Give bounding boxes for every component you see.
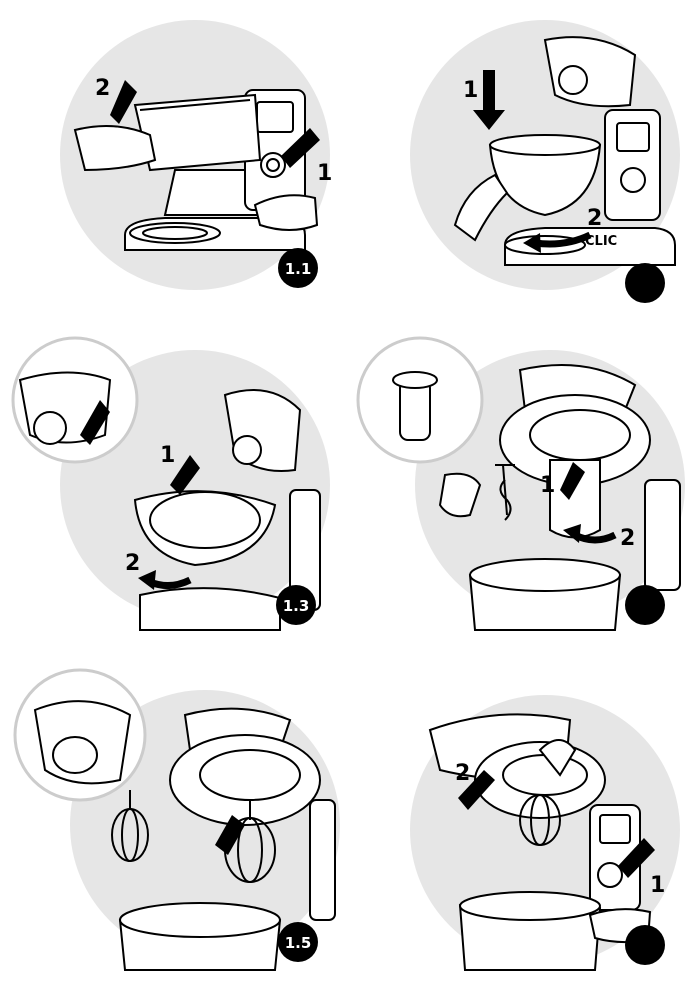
hand-illustration	[453, 173, 509, 242]
panel-step-1-4: 1 2	[356, 336, 685, 631]
step-badge	[625, 585, 665, 625]
arrow-down-left-icon	[458, 770, 495, 810]
step-badge	[625, 263, 665, 303]
step-badge-label: 1.3	[283, 597, 310, 615]
hand-illustration	[73, 125, 319, 231]
panel-step-1-6: 2 1	[410, 695, 680, 971]
step-badge-label: 1.5	[285, 934, 312, 952]
arrow-up-right-icon	[170, 455, 200, 495]
mixer-illustration	[488, 36, 676, 266]
step-label-1: 1	[463, 78, 478, 103]
whisk-illustration	[519, 794, 561, 846]
arrow-down-left-icon	[618, 838, 655, 878]
step-label-1: 1	[160, 443, 175, 468]
step-badge	[276, 585, 316, 625]
arrow-down-icon	[473, 70, 505, 130]
step-label-1: 1	[317, 161, 332, 186]
step-badge-label: 1.1	[285, 260, 312, 278]
mixer-illustration	[124, 89, 306, 251]
arrow-up-right-icon	[80, 400, 110, 445]
arrow-up-icon	[110, 80, 137, 124]
panel-step-1-1: 2 1 1.1	[60, 20, 332, 290]
step-label-1: 1	[540, 473, 555, 498]
step-badge	[278, 248, 318, 288]
clic-label: CLIC	[585, 234, 617, 249]
attachment-illustration	[438, 464, 515, 521]
step-label-2: 2	[620, 526, 635, 551]
arrow-up-right-icon	[215, 815, 245, 855]
arrow-up-right-icon	[560, 462, 585, 500]
mixer-illustration	[18, 371, 321, 631]
panel-step-1-5: 1.5	[13, 668, 340, 971]
step-label-2: 2	[95, 76, 110, 101]
step-label-1: 1	[650, 873, 665, 898]
arrow-down-left-icon	[281, 128, 320, 168]
step-label-2: 2	[125, 551, 140, 576]
mixer-illustration	[428, 713, 641, 971]
panel-step-1-2: 1 2 CLIC	[410, 20, 680, 303]
step-badge	[278, 922, 318, 962]
step-badge	[625, 925, 665, 965]
panel-step-1-3: 1 2 1.3	[11, 336, 330, 631]
step-label-2: 2	[587, 206, 602, 231]
mixer-illustration	[33, 700, 336, 971]
step-label-2: 2	[455, 761, 470, 786]
